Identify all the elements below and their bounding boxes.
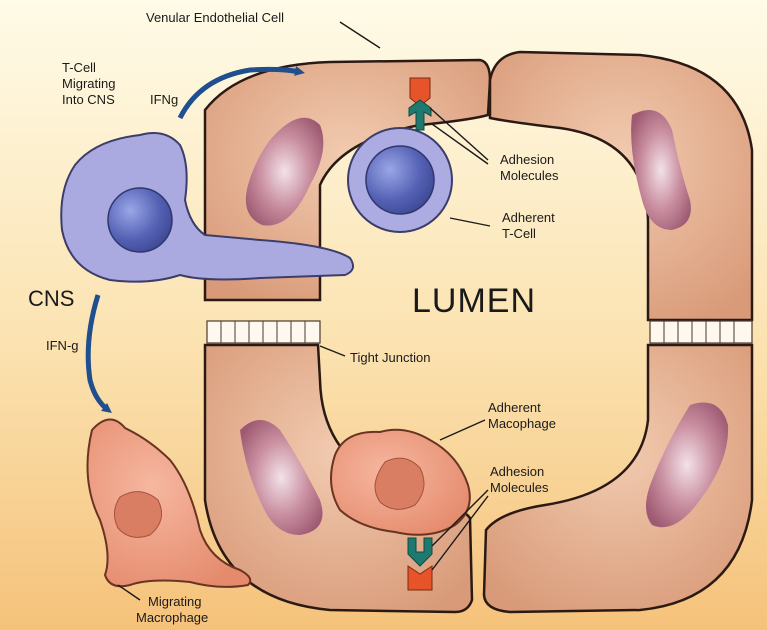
label-adhesion-top-line2: Molecules [500,168,559,183]
label-adherent-tcell-line1: Adherent [502,210,555,225]
label-tight-junction: Tight Junction [350,350,430,365]
label-cns: CNS [28,286,74,311]
tcell-nucleus [366,146,434,214]
label-ifn-left: IFN-g [46,338,79,353]
label-migrating-macrophage-line2: Macrophage [136,610,208,625]
label-lumen: LUMEN [412,282,536,320]
label-tcell-migrating-line1: T-Cell [62,60,96,75]
label-migrating-macrophage-line1: Migrating [148,594,201,609]
tcell-nucleus [108,188,172,252]
label-adhesion-top-line1: Adhesion [500,152,554,167]
macrophage-nucleus [375,458,424,509]
label-adhesion-bottom-line2: Molecules [490,480,549,495]
macrophage-nucleus [114,492,161,538]
tight-junction-left [207,321,320,343]
adherent-tcell [348,128,452,232]
label-venular-endothelial-cell: Venular Endothelial Cell [146,10,284,25]
tight-junction-right [650,321,752,343]
label-adherent-macrophage-line1: Adherent [488,400,541,415]
label-tcell-migrating-line2: Migrating [62,76,115,91]
label-adhesion-bottom-line1: Adhesion [490,464,544,479]
label-ifn-top: IFNg [150,92,178,107]
label-adherent-macrophage-line2: Macophage [488,416,556,431]
label-tcell-migrating-line3: Into CNS [62,92,115,107]
label-adherent-tcell-line2: T-Cell [502,226,536,241]
